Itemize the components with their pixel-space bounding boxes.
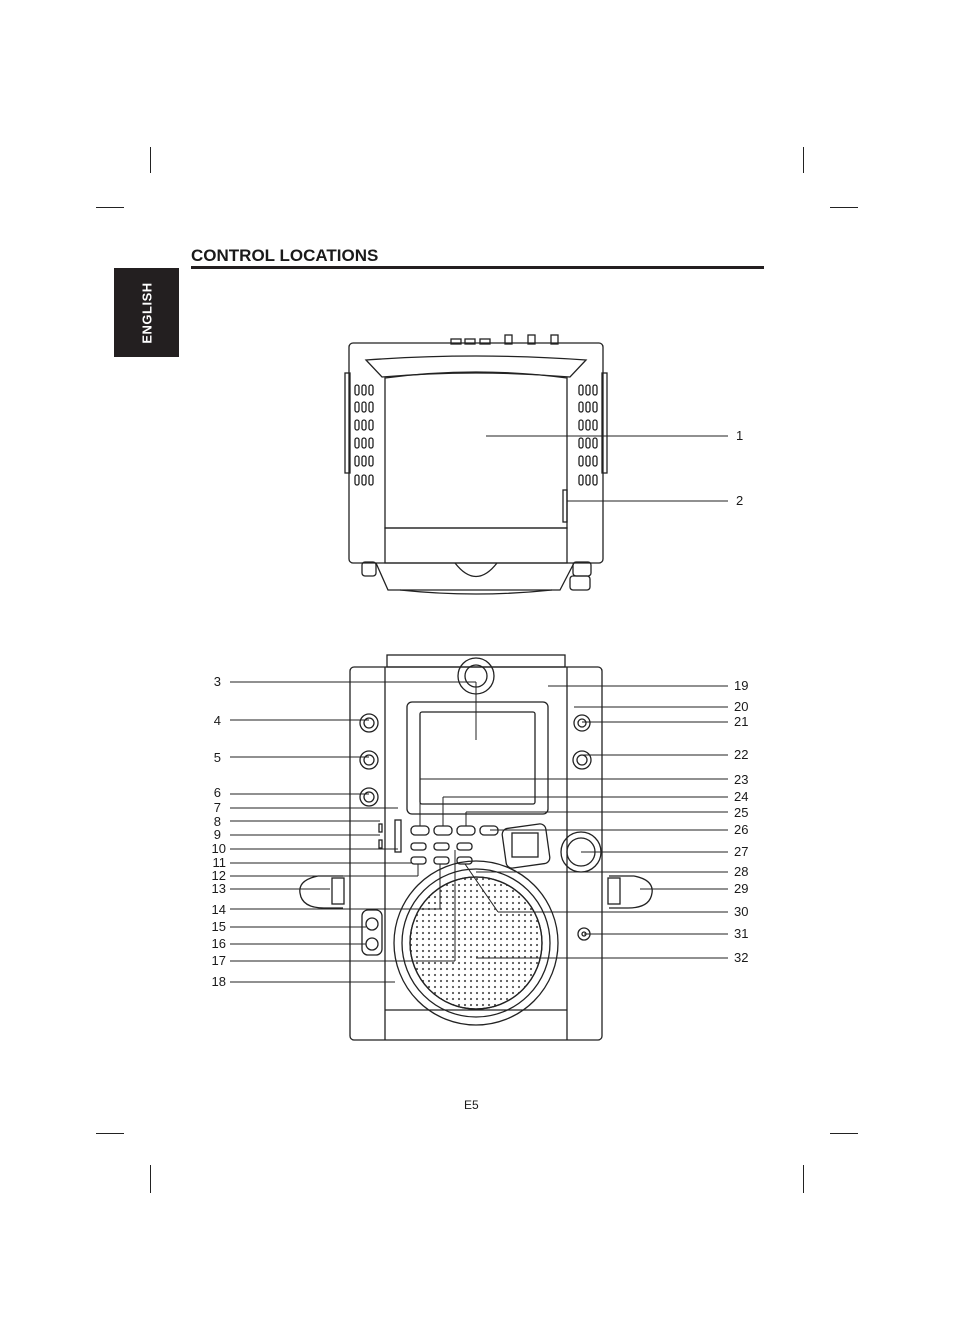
callout-number: 22 <box>734 747 748 762</box>
callout-number: 14 <box>212 902 226 917</box>
callout-number: 31 <box>734 926 748 941</box>
callout-number: 6 <box>214 785 221 800</box>
crop-mark <box>150 1165 151 1193</box>
callout-number: 27 <box>734 844 748 859</box>
callout-number: 2 <box>736 493 743 508</box>
title-rule <box>191 266 764 269</box>
vent-left <box>354 384 374 486</box>
callout-number: 28 <box>734 864 748 879</box>
callout-number: 32 <box>734 950 748 965</box>
leader-lines <box>230 435 728 983</box>
callout-number: 1 <box>736 428 743 443</box>
callout-number: 25 <box>734 805 748 820</box>
callout-number: 30 <box>734 904 748 919</box>
callout-number: 9 <box>214 827 221 842</box>
language-tab: ENGLISH <box>114 268 179 357</box>
crop-mark <box>803 1165 804 1193</box>
callout-number: 16 <box>212 936 226 951</box>
front-view-unit <box>299 654 653 1041</box>
page-title: CONTROL LOCATIONS <box>191 246 379 265</box>
callout-number: 18 <box>212 974 226 989</box>
callout-number: 21 <box>734 714 748 729</box>
callout-number: 4 <box>214 713 221 728</box>
crop-mark <box>803 147 804 173</box>
callout-number: 20 <box>734 699 748 714</box>
crop-mark <box>830 1133 858 1134</box>
callout-number: 11 <box>213 855 227 870</box>
crop-mark <box>150 147 151 173</box>
crop-mark <box>96 1133 124 1134</box>
callout-number: 19 <box>734 678 748 693</box>
callout-number: 15 <box>212 919 226 934</box>
callout-number: 17 <box>212 953 226 968</box>
callout-number: 26 <box>734 822 748 837</box>
callout-number: 23 <box>734 772 748 787</box>
callout-number: 24 <box>734 789 748 804</box>
callout-number: 29 <box>734 881 748 896</box>
callout-number: 12 <box>212 868 226 883</box>
callout-number: 7 <box>214 800 221 815</box>
callout-number: 13 <box>212 881 226 896</box>
callout-number: 8 <box>214 814 221 829</box>
crop-mark <box>96 207 124 208</box>
callout-number: 3 <box>214 674 221 689</box>
callout-number: 5 <box>214 750 221 765</box>
page-number: E5 <box>464 1098 479 1112</box>
crop-mark <box>830 207 858 208</box>
vent-right <box>578 384 598 486</box>
callout-labels: 1 2 3 4 5 6 7 8 9 10 11 12 13 14 15 16 1… <box>212 428 749 989</box>
top-view-unit <box>344 334 608 595</box>
callout-number: 10 <box>212 841 226 856</box>
